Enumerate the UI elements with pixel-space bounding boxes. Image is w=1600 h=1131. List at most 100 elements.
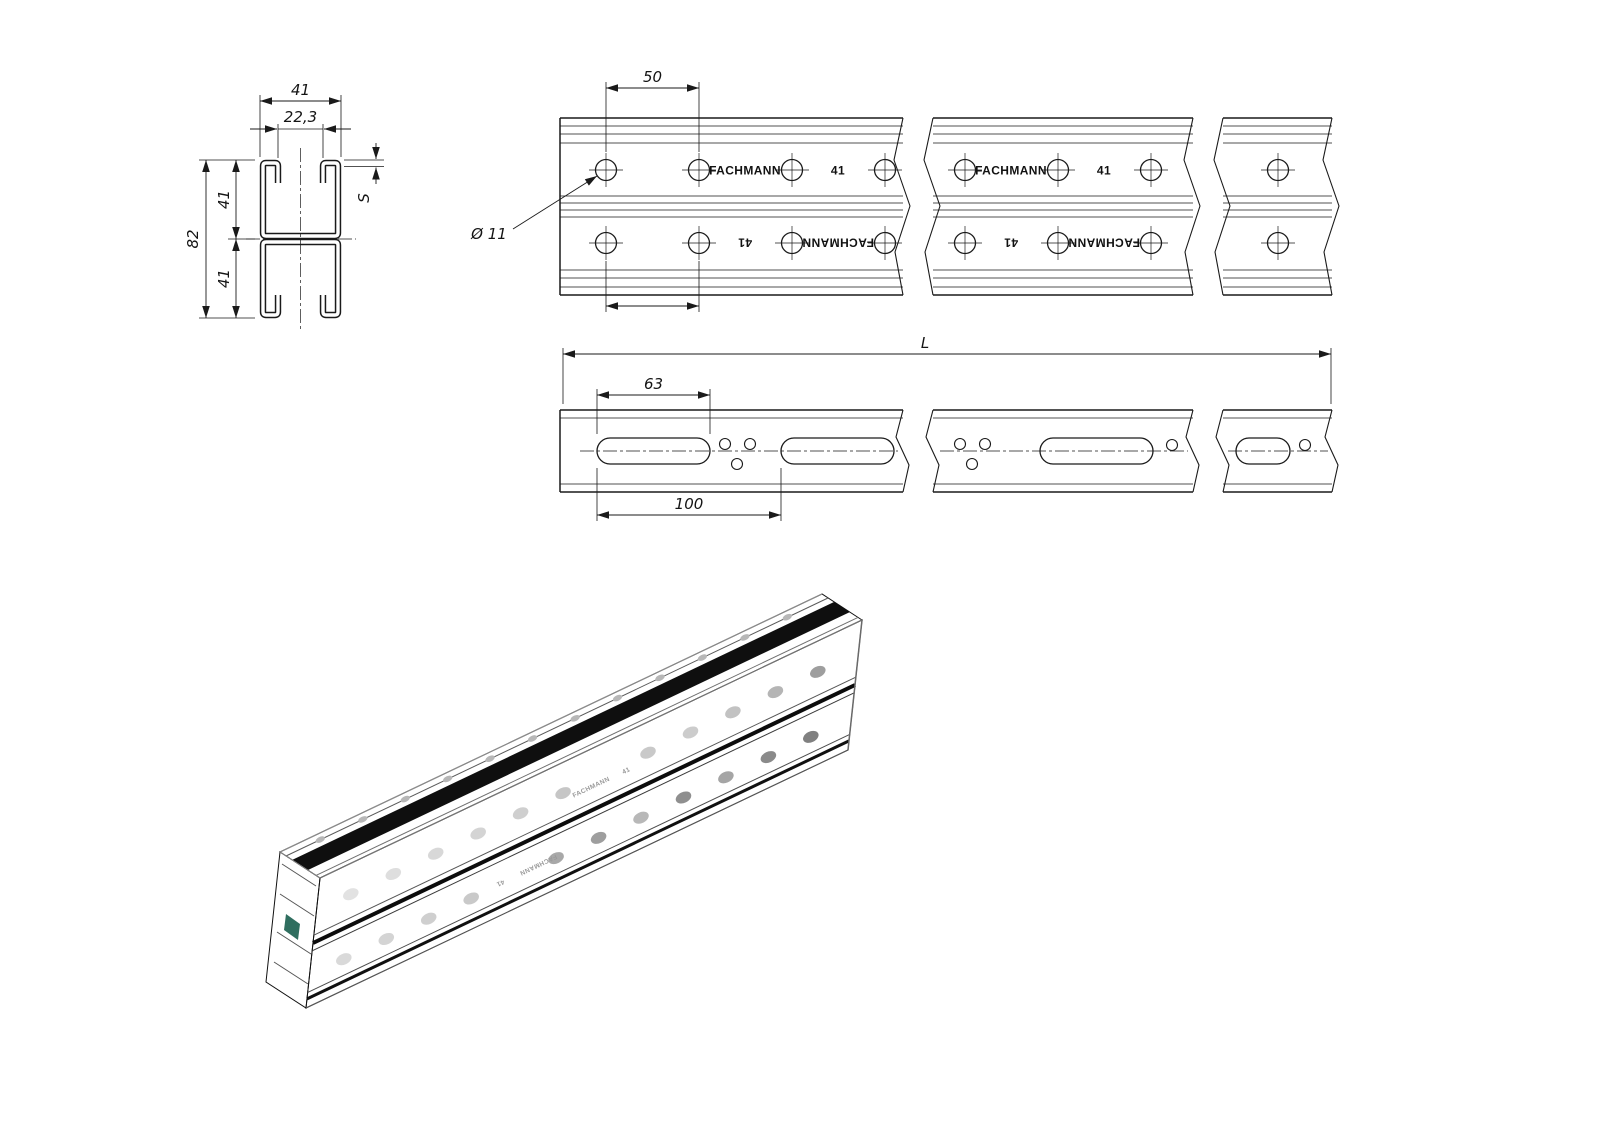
hole xyxy=(680,724,701,741)
hole xyxy=(765,683,786,701)
back-rail-highlight xyxy=(285,597,829,857)
hole xyxy=(588,829,609,847)
hole xyxy=(723,703,743,721)
piece3-outer-edges xyxy=(1223,117,1332,296)
far-end-edge xyxy=(847,619,863,751)
hole xyxy=(425,845,446,863)
rail-hole xyxy=(654,673,666,683)
cross-section-opening-label: 22,3 xyxy=(284,108,317,126)
hole xyxy=(461,890,481,907)
piece3-fold-lines xyxy=(1223,417,1332,485)
break-line xyxy=(1324,409,1339,493)
upper-hole-row xyxy=(588,152,1296,188)
total-length-label: L xyxy=(921,334,929,352)
top-opening-slot xyxy=(292,602,850,870)
extension-lines-length xyxy=(562,348,1332,404)
bottom-lip-highlight xyxy=(307,733,850,993)
slot-view: L 63 100 xyxy=(559,334,1339,521)
brand-stamp: FACHMANN xyxy=(709,164,781,178)
piece2-fold-lines xyxy=(933,125,1193,288)
end-top-edge-highlight xyxy=(279,851,321,879)
isometric-view: FACHMANN 41 41 FACHMANN xyxy=(265,593,864,1009)
brand-stamp: FACHMANN xyxy=(975,164,1047,178)
lower-hole-row xyxy=(588,225,1296,261)
small-hole xyxy=(730,457,744,471)
bottom-lip-band xyxy=(306,739,850,1001)
break-line xyxy=(893,117,911,296)
break-line xyxy=(1213,117,1231,296)
piece1-outer-edges xyxy=(560,117,903,296)
top-back-edge-highlight xyxy=(279,593,823,853)
size-stamp: 41 xyxy=(1097,164,1111,178)
hole xyxy=(631,809,651,827)
hole xyxy=(638,744,658,762)
hole-pitch-label: 50 xyxy=(643,68,662,86)
hole xyxy=(867,152,903,188)
hole xyxy=(510,804,531,822)
front-lip-highlight xyxy=(315,616,859,876)
hole xyxy=(588,152,624,188)
cross-section-view: 41 22,3 82 41 41 S xyxy=(184,81,384,331)
break-line xyxy=(1185,409,1200,493)
size-stamp: 41 xyxy=(621,766,631,776)
hole xyxy=(553,784,573,802)
cross-section-thickness-label: S xyxy=(355,193,373,203)
size-stamp-mirrored: 41 xyxy=(738,236,752,250)
break-line xyxy=(925,409,940,493)
cross-section-height-label: 82 xyxy=(184,229,202,248)
hole xyxy=(468,825,488,842)
size-stamp: 41 xyxy=(831,164,845,178)
front-view: FACHMANN 41 FACHMANN 41 41 FACHMANN 41 F… xyxy=(470,68,1340,312)
hole-callout-leader xyxy=(512,175,598,230)
extension-lines xyxy=(199,95,384,319)
rail-hole xyxy=(526,733,539,744)
cross-section-half-lower-label: 41 xyxy=(215,269,233,288)
bottom-edge-highlight xyxy=(305,749,849,1009)
rail-hole xyxy=(696,652,709,663)
piece2-outer-edges xyxy=(933,117,1193,296)
hole xyxy=(383,865,404,883)
hole xyxy=(758,748,779,766)
extension-lines xyxy=(605,82,700,312)
small-hole xyxy=(1165,438,1179,452)
hole xyxy=(376,930,397,948)
slot-length-label: 63 xyxy=(644,375,663,393)
mid-groove-lowlight xyxy=(311,692,855,952)
hole xyxy=(418,910,439,928)
size-stamp-mirrored: 41 xyxy=(495,878,505,888)
piece2-outer-edges xyxy=(933,409,1193,493)
break-line xyxy=(923,117,941,296)
piece3-outer-edges xyxy=(1223,409,1332,493)
hole xyxy=(1133,152,1169,188)
piece2-fold-lines xyxy=(933,417,1193,485)
hole xyxy=(588,225,624,261)
hole xyxy=(808,663,828,681)
rail-hole xyxy=(357,814,369,825)
cross-section-width-label: 41 xyxy=(291,81,310,99)
hole xyxy=(1260,225,1296,261)
hole-diameter-label: Ø 11 xyxy=(470,225,507,243)
piece1-fold-lines xyxy=(560,417,903,485)
small-hole xyxy=(965,457,979,471)
small-hole xyxy=(953,437,967,451)
brand-stamp: FACHMANN xyxy=(572,776,611,800)
hole xyxy=(341,885,361,903)
hole xyxy=(801,728,821,746)
hole xyxy=(673,789,694,806)
end-face-profile-lines xyxy=(273,863,317,985)
size-stamp-mirrored: 41 xyxy=(1004,236,1018,250)
small-hole xyxy=(718,437,732,451)
small-holes xyxy=(718,437,1312,471)
hole xyxy=(681,225,717,261)
extension-lines-slot xyxy=(596,389,782,521)
break-line xyxy=(1183,117,1201,296)
side-top-edge-highlight xyxy=(319,619,863,879)
rail-hole xyxy=(781,612,794,622)
break-line xyxy=(1215,409,1230,493)
piece3-fold-lines xyxy=(1223,125,1332,288)
iso-lower-hole-row xyxy=(334,728,821,968)
break-line xyxy=(1322,117,1340,296)
rail-hole xyxy=(484,754,496,764)
rail-hole xyxy=(441,774,454,784)
